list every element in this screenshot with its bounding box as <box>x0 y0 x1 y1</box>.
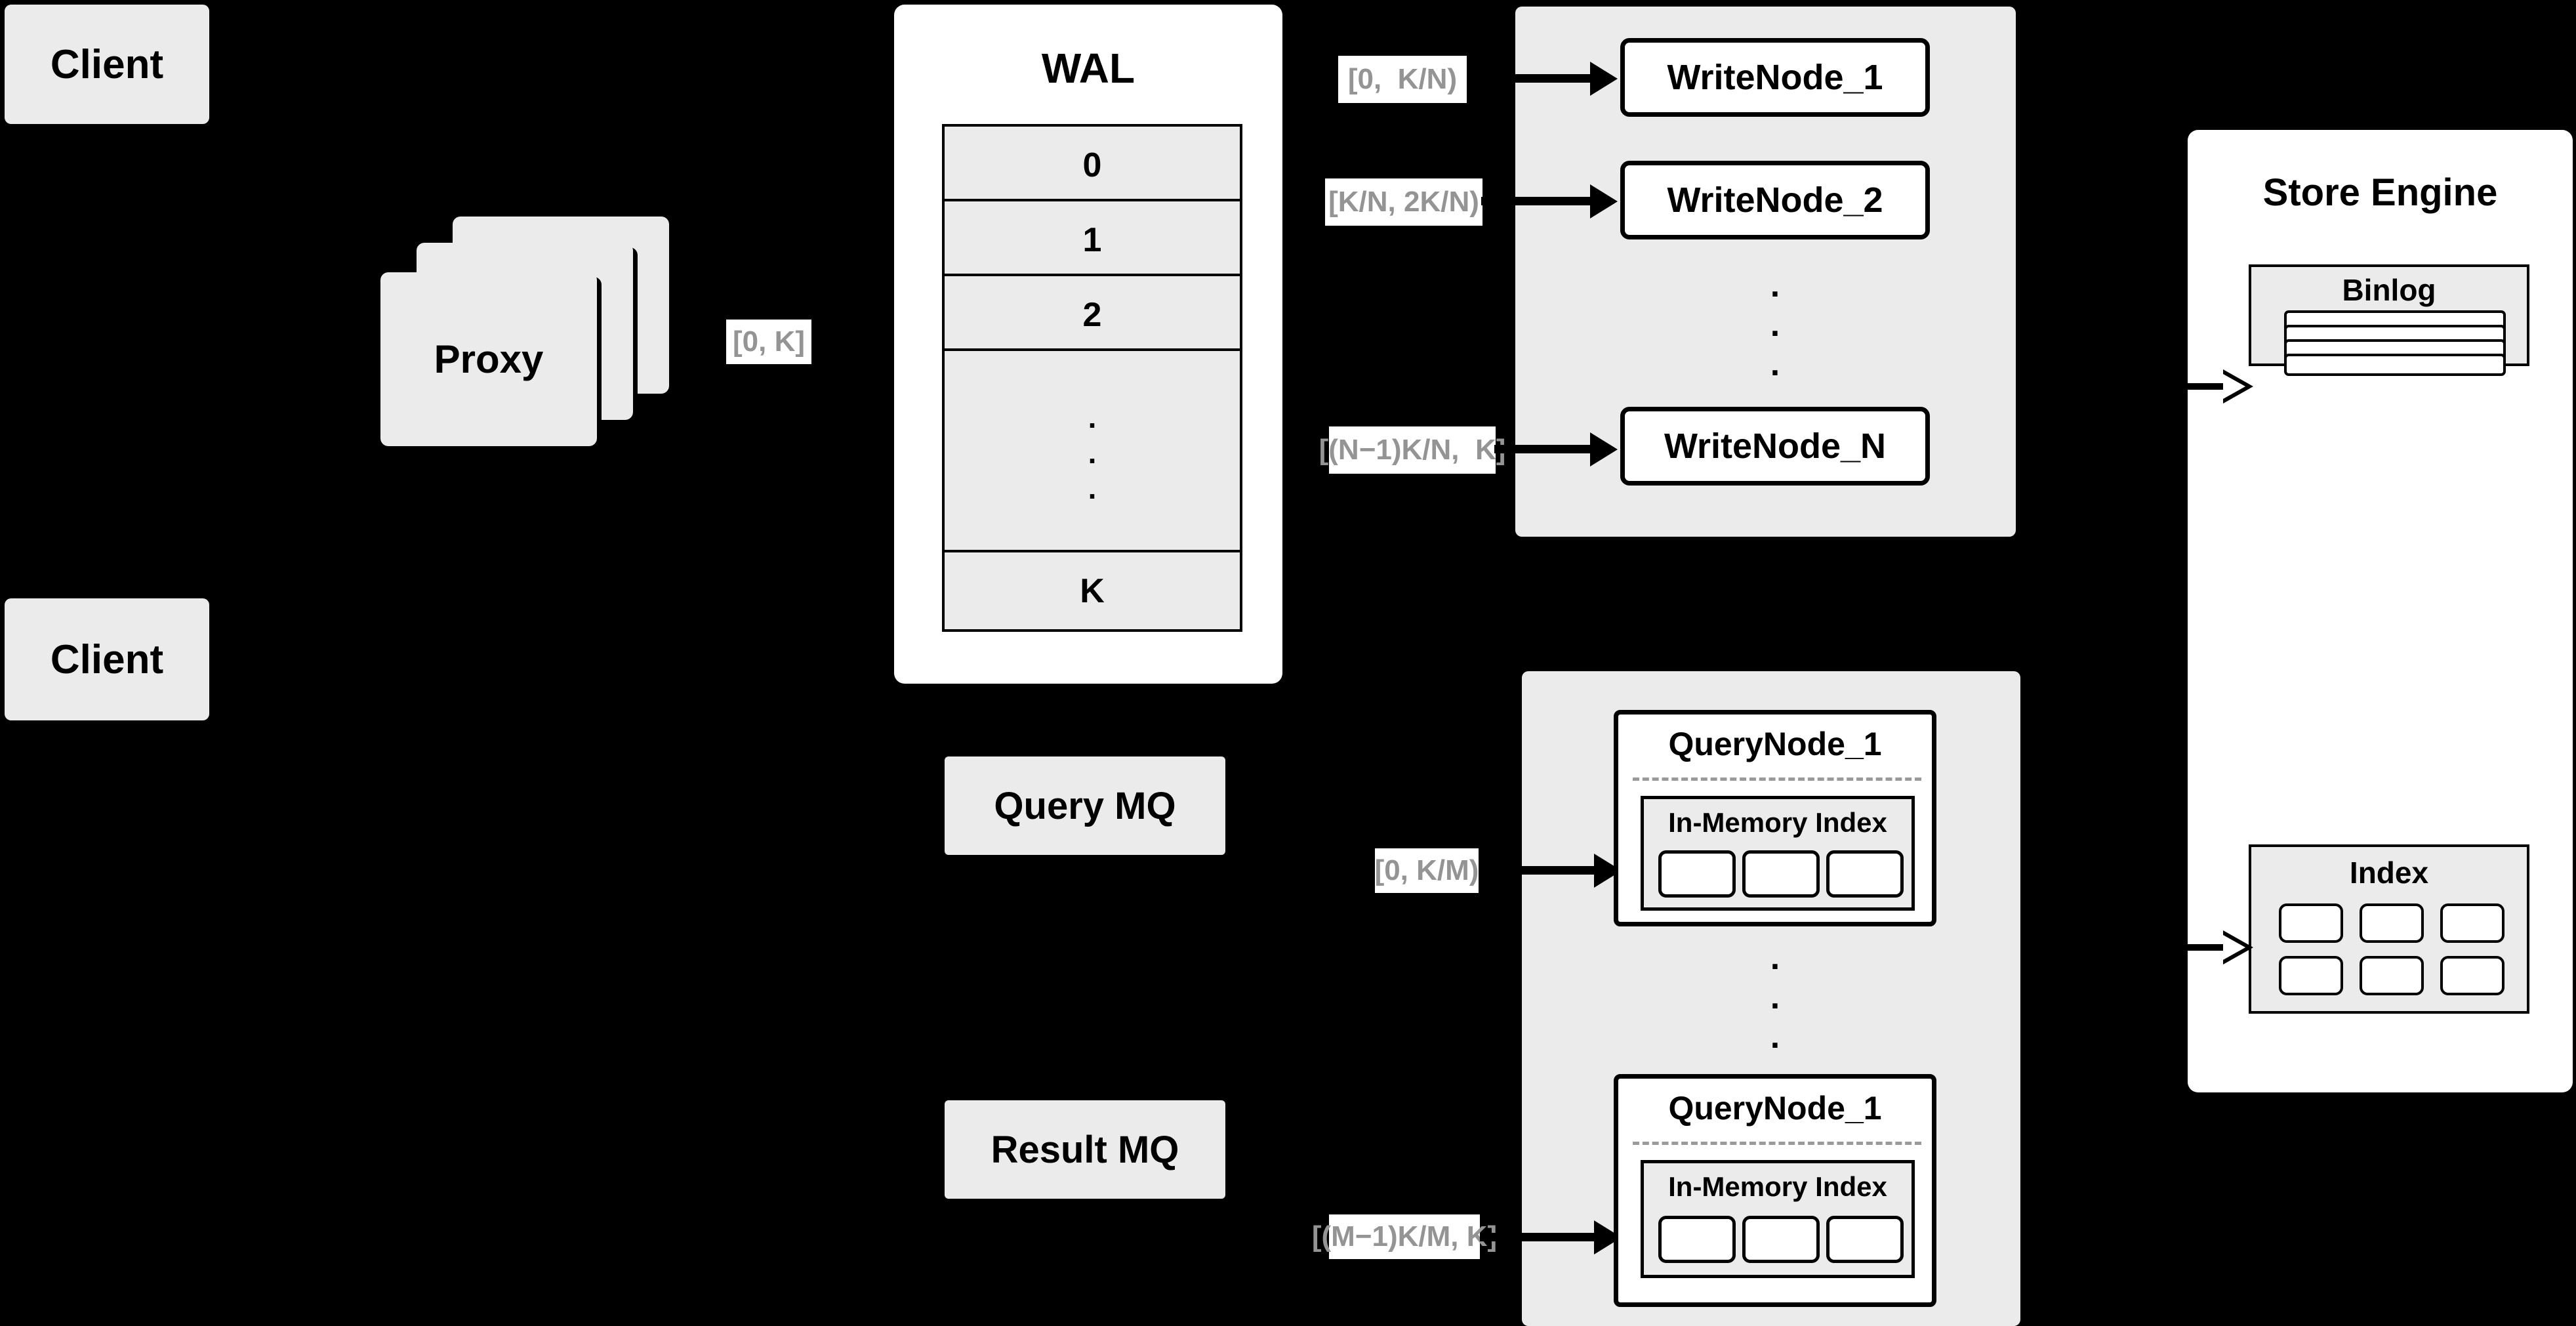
index-slot[interactable] <box>1658 850 1736 898</box>
writenode-1-arrow-line <box>1467 74 1591 83</box>
client-label: Client <box>50 41 164 87</box>
inmemory-index-title: In-Memory Index <box>1668 807 1887 838</box>
index-cell[interactable] <box>2440 903 2504 943</box>
querynode-2-range-label: [(M−1)K/M, K] <box>1312 1214 1497 1259</box>
index-slot[interactable] <box>1826 1216 1904 1263</box>
proxy-stack[interactable]: Proxy <box>380 217 669 446</box>
querynode-2-arrow-line <box>1480 1233 1595 1241</box>
index-slot[interactable] <box>1658 1216 1736 1263</box>
writenode-2-arrow-head <box>1590 184 1618 218</box>
proxy-label: Proxy <box>434 337 544 381</box>
binlog-row-list <box>2284 310 2506 376</box>
querynode-2-inmemory-index: In-Memory Index <box>1641 1160 1915 1278</box>
index-cell[interactable] <box>2279 903 2343 943</box>
store-engine-title: Store Engine <box>2262 171 2498 214</box>
querynode-2-title: QueryNode_1 <box>1668 1090 1882 1127</box>
query-mq-box[interactable]: Query MQ <box>945 756 1225 855</box>
query-cluster-ellipsis: . . . <box>1770 938 1780 1056</box>
index-cell[interactable] <box>2360 956 2424 995</box>
querynode-1-range-label: [0, K/M) <box>1375 848 1479 893</box>
writenode-n-box[interactable]: WriteNode_N <box>1620 407 1930 486</box>
binlog-row[interactable] <box>2284 354 2506 376</box>
client-box-2[interactable]: Client <box>5 598 209 720</box>
querynode-1-box[interactable]: QueryNode_1 In-Memory Index <box>1614 710 1936 926</box>
result-mq-box[interactable]: Result MQ <box>945 1100 1225 1199</box>
binlog-input-arrow-line <box>2188 383 2228 390</box>
inmemory-index-title: In-Memory Index <box>1668 1171 1887 1202</box>
querynode-1-arrow-line <box>1479 866 1595 875</box>
writenode-1-arrow-head <box>1590 62 1618 96</box>
querynode-1-separator <box>1633 777 1921 781</box>
binlog-title: Binlog <box>2342 273 2436 307</box>
proxy-output-range-label: [0, K] <box>726 320 811 364</box>
index-slot[interactable] <box>1742 1216 1820 1263</box>
store-index-row <box>2279 956 2504 995</box>
store-index-grid <box>2279 903 2504 995</box>
writenode-2-box[interactable]: WriteNode_2 <box>1620 161 1930 239</box>
index-slot[interactable] <box>1742 850 1820 898</box>
querynode-1-inmemory-index: In-Memory Index <box>1641 796 1915 911</box>
store-index-input-arrow-line <box>2188 944 2228 951</box>
inmemory-index-slot-row <box>1658 850 1904 898</box>
store-index-panel: Index <box>2249 844 2529 1014</box>
querynode-1-title: QueryNode_1 <box>1668 726 1882 762</box>
index-cell[interactable] <box>2279 956 2343 995</box>
wal-entry[interactable]: 2 <box>942 274 1242 356</box>
writenode-1-range-label: [0, K/N) <box>1338 56 1467 103</box>
wal-entry[interactable]: 0 <box>942 124 1242 206</box>
writenode-2-range-label: [K/N, 2K/N) <box>1325 178 1482 226</box>
wal-title: WAL <box>1041 45 1135 92</box>
writenode-2-arrow-line <box>1481 197 1591 205</box>
querynode-2-box[interactable]: QueryNode_1 In-Memory Index <box>1614 1074 1936 1307</box>
store-index-input-arrow-head <box>2223 930 2253 964</box>
index-cell[interactable] <box>2440 956 2504 995</box>
index-slot[interactable] <box>1826 850 1904 898</box>
write-cluster-ellipsis: . . . <box>1770 266 1780 384</box>
writenode-1-box[interactable]: WriteNode_1 <box>1620 38 1930 117</box>
writenode-n-range-label: [(N−1)K/N, K] <box>1319 426 1505 474</box>
inmemory-index-slot-row <box>1658 1216 1904 1263</box>
wal-entry-ellipsis: . . . <box>942 348 1242 557</box>
writenode-n-arrow-head <box>1590 432 1618 466</box>
wal-entry[interactable]: K <box>942 550 1242 632</box>
wal-entry[interactable]: 1 <box>942 199 1242 281</box>
index-cell[interactable] <box>2360 903 2424 943</box>
client-box-1[interactable]: Client <box>5 5 209 124</box>
writenode-n-arrow-line <box>1494 445 1591 453</box>
client-label: Client <box>50 636 164 682</box>
proxy-box[interactable]: Proxy <box>380 272 597 446</box>
binlog-input-arrow-head <box>2223 369 2253 404</box>
binlog-panel: Binlog <box>2249 264 2529 376</box>
vertical-ellipsis: . . . <box>1088 400 1097 506</box>
wal-entry-list: 0 1 2 . . . K <box>942 124 1242 632</box>
store-index-row <box>2279 903 2504 943</box>
wal-panel: WAL 0 1 2 . . . K <box>894 5 1282 684</box>
querynode-2-separator <box>1633 1142 1921 1145</box>
store-index-title: Index <box>2349 856 2429 890</box>
